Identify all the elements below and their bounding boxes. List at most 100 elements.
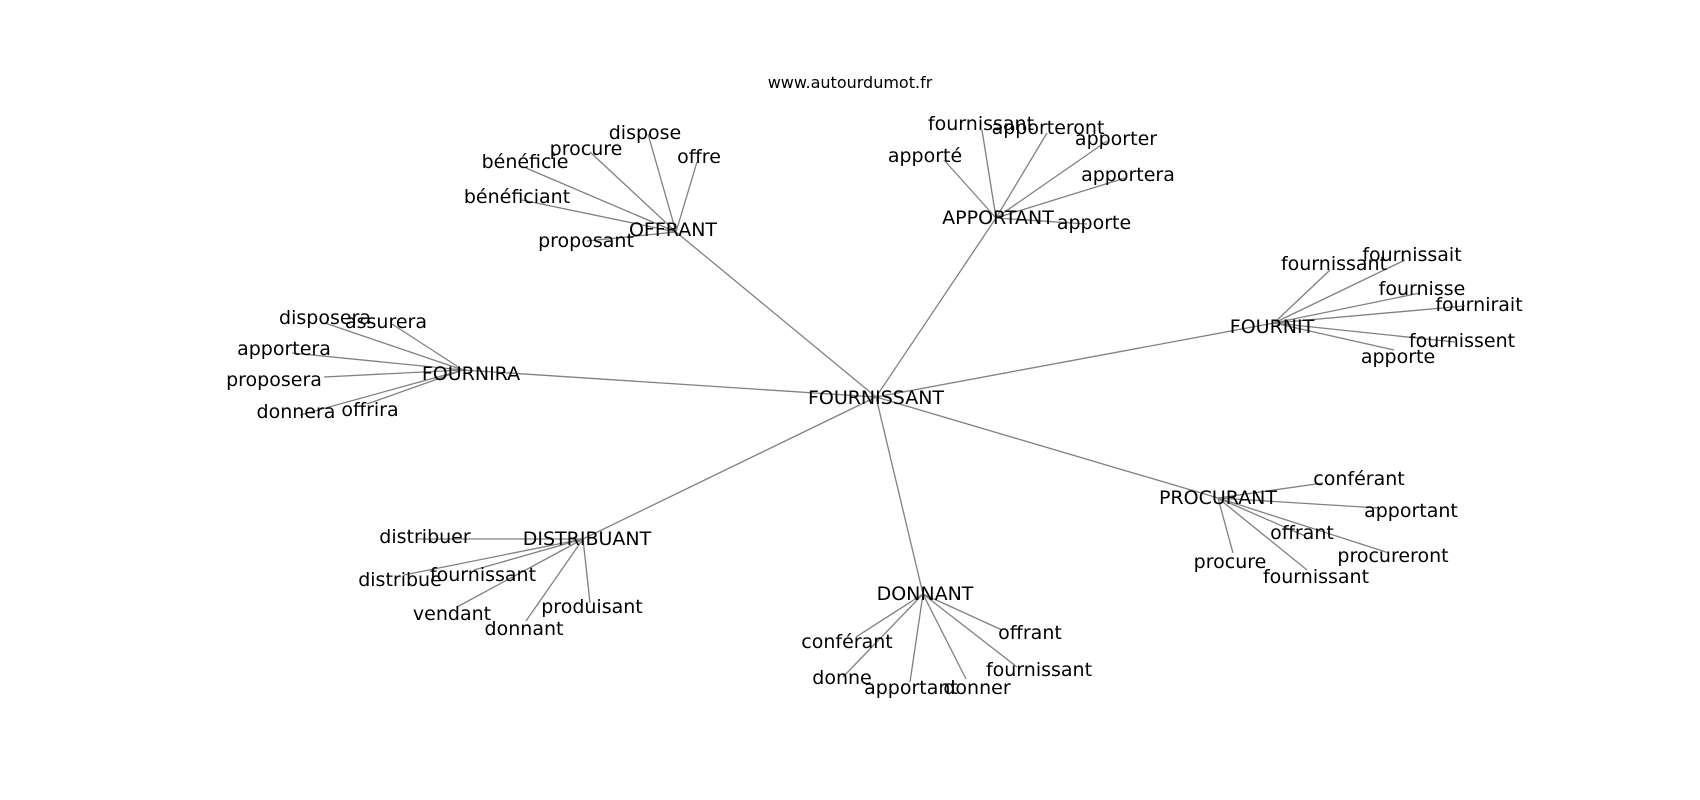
edge-hub-to-leaf [1217,482,1324,499]
edge-hub-to-leaf [1217,497,1380,509]
leaf-node-label: fournissent [1409,330,1515,352]
leaf-node-label: offrira [341,399,398,421]
leaf-node-label: donnant [485,618,564,640]
leaf-node-label: bénéficie [482,151,569,173]
edge-hub-to-leaf [521,199,677,233]
hub-node-label: APPORTANT [942,207,1054,229]
leaf-node-label: conférant [1313,468,1404,490]
leaf-node-label: donnera [257,401,336,423]
edge-hub-to-leaf [943,159,997,219]
edge-hub-to-leaf [1273,322,1456,343]
leaf-node-label: proposant [538,230,634,252]
leaf-node-label: dispose [609,122,682,144]
leaf-node-label: apportant [864,677,958,699]
edges-layer [291,129,1466,683]
edge-hub-to-leaf [1273,305,1466,324]
edge-center-to-hub [875,396,1219,499]
edge-hub-to-leaf [922,593,1003,631]
leaf-node-label: procure [550,138,623,160]
edge-hub-to-leaf [391,323,464,371]
edge-hub-to-leaf [299,369,464,416]
leaf-node-label: apporte [1361,346,1435,368]
hub-node-label: PROCURANT [1159,487,1277,509]
leaf-node-label: apportant [1364,500,1458,522]
leaf-node-label: offrant [998,622,1062,644]
leaf-node-label: disposera [279,307,371,329]
edge-hub-to-leaf [842,593,924,678]
hub-node-label: OFFRANT [629,219,717,241]
hub-node-label: DISTRIBUANT [523,528,652,550]
leaf-node-label: apportera [237,338,331,360]
leaf-node-label: procureront [1337,545,1448,567]
edge-center-to-hub [462,369,877,398]
edge-hub-to-leaf [855,593,924,638]
leaf-node-label: apporté [888,145,962,167]
leaf-node-label: fournissant [1281,253,1387,275]
edge-hub-to-leaf [995,177,1126,219]
edge-hub-to-leaf [981,129,997,219]
leaf-node-label: produisant [541,596,643,618]
edge-hub-to-leaf [1217,497,1234,554]
leaf-node-label: apporter [1075,128,1157,150]
leaf-node-label: donne [812,667,871,689]
leaf-node-label: fournisse [1379,278,1466,300]
hub-node-label: FOURNIT [1230,316,1315,338]
edge-hub-to-leaf [1273,322,1395,351]
center-node-label: FOURNISSANT [808,387,944,409]
edge-center-to-hub [875,396,924,595]
labels-layer: OFFRANTdisposeoffreprocurebénéficiebénéf… [226,113,1523,699]
edge-hub-to-leaf [1273,259,1406,324]
edge-hub-to-leaf [909,593,924,683]
edge-hub-to-leaf [647,133,677,233]
leaf-node-label: bénéficiant [464,186,570,208]
leaf-node-label: fournissant [928,113,1034,135]
leaf-node-label: conférant [801,631,892,653]
edge-hub-to-leaf [403,538,584,576]
edge-hub-to-leaf [922,593,1018,668]
leaf-node-label: fournissant [430,564,536,586]
edge-center-to-hub [875,217,997,398]
leaf-node-label: distribue [358,569,442,591]
edge-hub-to-leaf [589,151,677,233]
edge-center-to-hub [875,322,1275,398]
edge-hub-to-leaf [582,538,591,604]
edge-hub-to-leaf [291,352,464,371]
edge-hub-to-leaf [366,369,464,405]
leaf-node-label: offrant [1270,522,1334,544]
leaf-node-label: apporteront [992,117,1105,139]
edge-hub-to-leaf [586,231,677,242]
hub-node-label: DONNANT [877,583,974,605]
edge-hub-to-leaf [1217,497,1390,554]
source-watermark: www.autourdumot.fr [768,73,933,92]
hub-node-label: FOURNIRA [422,363,520,385]
leaf-node-label: assurera [345,311,427,333]
edge-hub-to-leaf [922,593,967,680]
leaf-node-label: fournirait [1435,294,1522,316]
edge-hub-to-leaf [473,538,584,571]
leaf-node-label: apporte [1057,212,1131,234]
edge-center-to-hub [675,231,877,398]
edge-hub-to-leaf [323,369,464,378]
edge-hub-to-leaf [675,161,698,233]
edge-hub-to-leaf [1273,292,1421,324]
edge-hub-to-leaf [456,538,584,608]
leaf-node-label: apportera [1081,164,1175,186]
edge-hub-to-leaf [995,217,1088,225]
edge-hub-to-leaf [995,132,1048,219]
edge-hub-to-leaf [1273,269,1331,324]
edge-hub-to-leaf [995,140,1108,219]
edge-hub-to-leaf [1217,497,1308,571]
edge-hub-to-leaf [324,322,464,371]
leaf-node-label: donner [943,677,1010,699]
leaf-node-label: fournissait [1362,244,1461,266]
leaf-node-label: fournissant [986,659,1092,681]
edge-hub-to-leaf [525,538,584,622]
leaf-node-label: procure [1194,551,1267,573]
leaf-node-label: offre [677,146,721,168]
leaf-node-label: fournissant [1263,566,1369,588]
leaf-node-label: proposera [226,369,322,391]
edge-center-to-hub [582,396,877,540]
leaf-node-label: vendant [413,603,491,625]
edge-hub-to-leaf [525,167,677,233]
